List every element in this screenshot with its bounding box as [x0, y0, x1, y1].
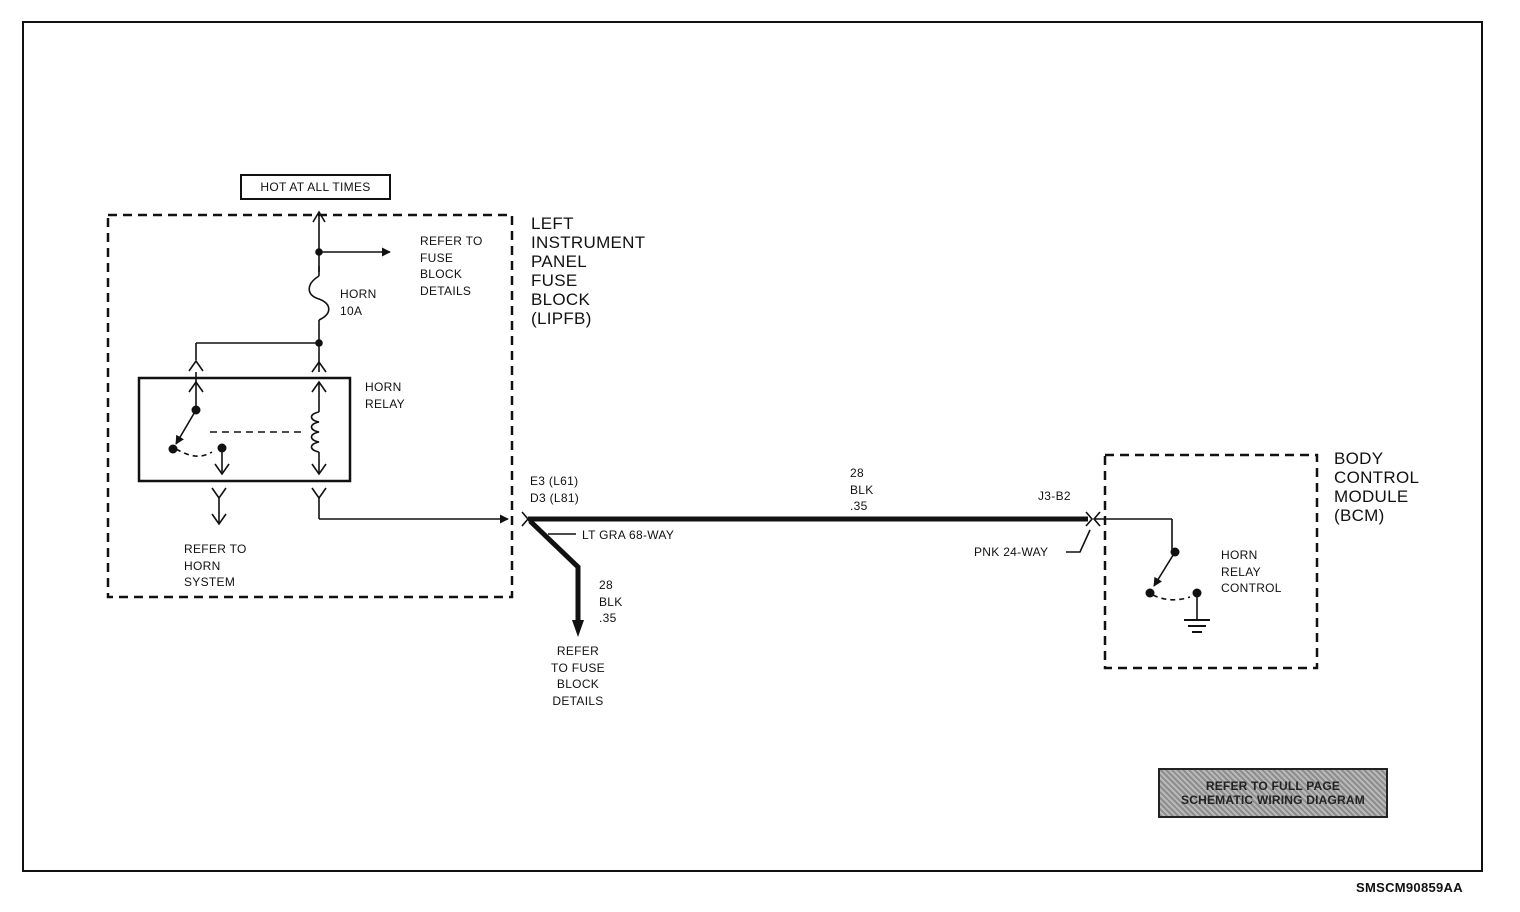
branch-wire-28-blk [528, 519, 581, 622]
bcm-title: BODY CONTROL MODULE (BCM) [1334, 449, 1420, 525]
horn-relay-box [137, 376, 352, 483]
lt-gra-connector-label: LT GRA 68-WAY [582, 528, 675, 542]
bcm-contact-dot [1170, 547, 1180, 557]
horn-fuse-symbol [195, 266, 330, 372]
bcm-contact-dot [1192, 588, 1202, 598]
relay-contact-dot [168, 444, 178, 454]
lipfb-connector [521, 511, 530, 527]
refer-fuse-block-bottom: REFER TO FUSE BLOCK DETAILS [551, 644, 605, 708]
horn-relay-label: HORN RELAY [365, 380, 405, 411]
splice-dot [315, 248, 323, 256]
relay-contact-dot [191, 405, 201, 415]
horn-relay-internals [175, 359, 509, 526]
bcm-internals [1152, 551, 1210, 633]
lipfb-title: LEFT INSTRUMENT PANEL FUSE BLOCK (LIPFB) [531, 214, 646, 328]
bcm-contact-dot [1145, 588, 1155, 598]
lipfb-boundary [106, 213, 514, 599]
horn-relay-control-label: HORN RELAY CONTROL [1221, 548, 1282, 595]
refer-fuse-block-top: REFER TO FUSE BLOCK DETAILS [420, 234, 483, 298]
bcm-connector [1066, 511, 1173, 553]
horn-fuse-label: HORN 10A [340, 287, 377, 318]
branch-wire-spec: 28 BLK .35 [599, 578, 623, 625]
refer-horn-system: REFER TO HORN SYSTEM [184, 542, 247, 589]
branch-arrow-head [572, 620, 584, 637]
lipfb-connector-id: E3 (L61) D3 (L81) [530, 474, 580, 505]
full-page-schematic-stamp: REFER TO FULL PAGE SCHEMATIC WIRING DIAG… [1158, 768, 1388, 818]
relay-contact-dot [217, 443, 227, 453]
diagram-frame [22, 21, 1483, 872]
hot-at-all-times-label: HOT AT ALL TIMES [240, 174, 391, 200]
bcm-connector-id: J3-B2 [1038, 489, 1071, 503]
bcm-boundary [1103, 453, 1319, 670]
main-wire-spec: 28 BLK .35 [850, 466, 874, 513]
splice-dot [315, 339, 323, 347]
figure-code: SMSCM90859AA [1356, 880, 1463, 895]
pnk-connector-label: PNK 24-WAY [974, 545, 1049, 559]
power-feed [312, 210, 391, 272]
